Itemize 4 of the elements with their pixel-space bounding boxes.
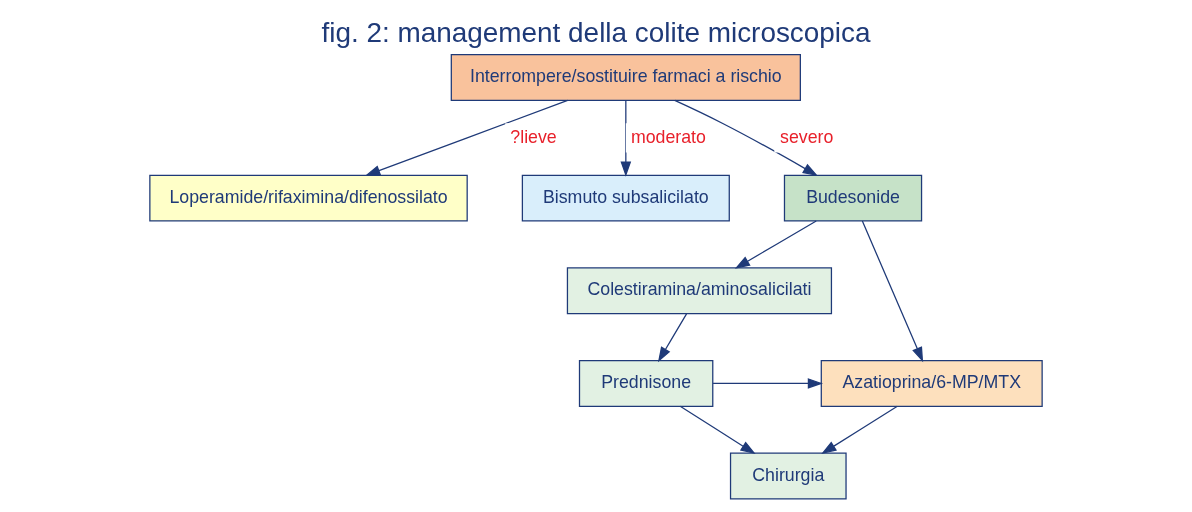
edge-label: moderato — [630, 126, 706, 147]
diagram-title: fig. 2: management della colite microscopica — [321, 15, 871, 47]
edge-label: severo — [780, 126, 834, 147]
edge-label: ?lieve — [510, 126, 557, 147]
